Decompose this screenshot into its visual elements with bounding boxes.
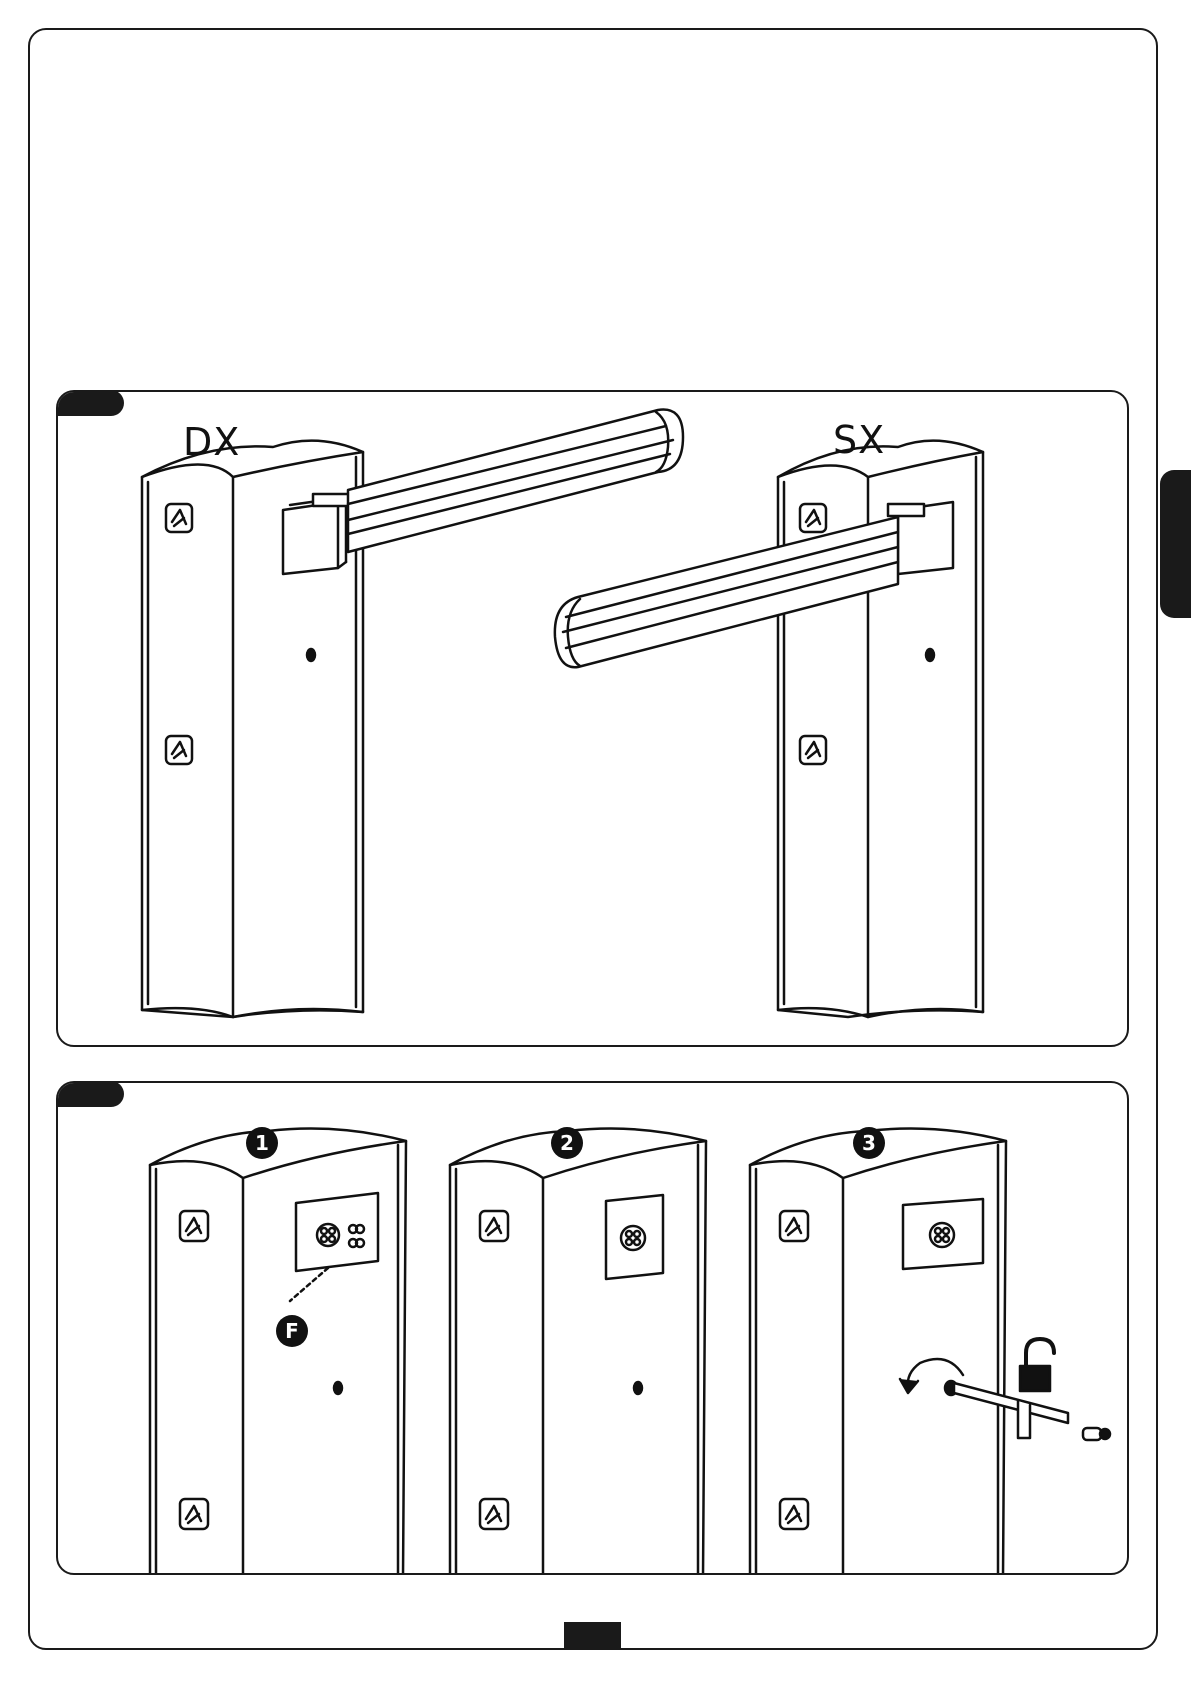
figure-2-panel: 1 2 3 F (56, 1081, 1129, 1575)
sx-label: SX (833, 418, 885, 462)
step-1-badge: 1 (246, 1127, 278, 1159)
cabinet-step-2 (450, 1129, 706, 1575)
callout-f-badge: F (276, 1315, 308, 1347)
barrier-dx-sx-drawing (58, 392, 1129, 1047)
step-3-badge: 3 (853, 1127, 885, 1159)
cabinet-step-3 (750, 1129, 1006, 1575)
dx-label: DX (183, 420, 240, 464)
figure-1-panel: DX SX (56, 390, 1129, 1047)
step-2-badge: 2 (551, 1127, 583, 1159)
page-number-box (564, 1622, 621, 1649)
section-tab (1160, 470, 1191, 618)
unlock-icon (1020, 1339, 1054, 1391)
cabinet-steps-drawing (58, 1083, 1129, 1575)
cabinet-step-1 (150, 1129, 406, 1575)
